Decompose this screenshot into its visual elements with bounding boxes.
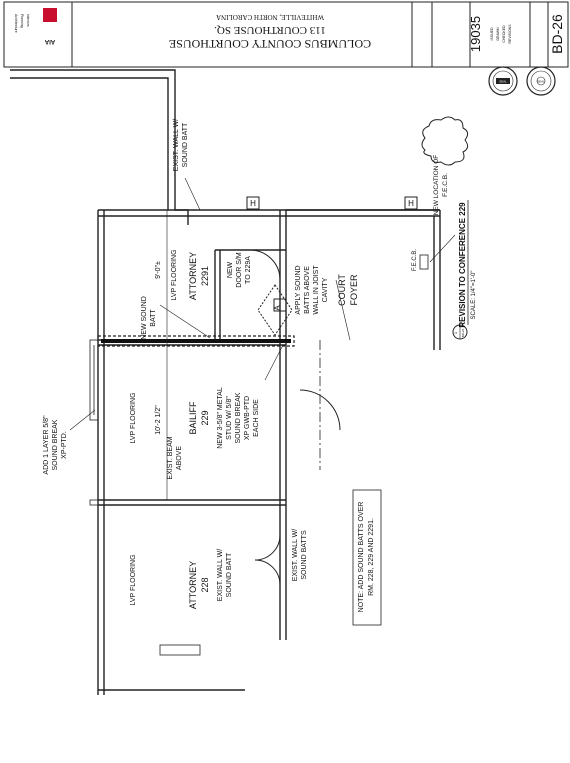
room-name: FOYER [349,274,359,306]
note: EXIST. WALL W/ [217,549,224,601]
fecb-box [419,254,429,270]
dimension-label: 9'-0"± [155,261,162,279]
seal-1: SEAL [488,66,518,96]
firm-logo: AIA [44,38,55,44]
plan-bubble-top: 1 [453,331,458,334]
note: ABOVE [176,446,183,470]
note: DOOR S/M [236,252,243,288]
project-city: WHITEVILLE, NORTH CAROLINA [216,13,324,21]
general-note: RM. 228, 229 AND 2291. [368,518,375,596]
revision-cloud [421,116,469,166]
revision-tag-letter: A [273,305,282,311]
note: NEW 3-5/8" METAL [217,387,224,449]
door-swings [249,249,341,586]
note: ADD 1 LAYER 5/8" [43,415,50,475]
seal-text: SEAL [537,80,545,84]
room-name: ATTORNEY [188,252,198,300]
revision-tag: A [257,284,293,336]
note: CAVITY [322,277,329,302]
project-number: 19035 [468,16,483,52]
note: NEW LOCATION OF [433,155,440,216]
note: LVP FLOORING [130,392,137,443]
firm-service: Planning [20,14,24,28]
note: SOUND BATT [182,122,189,167]
firm-service: Interiors [26,14,30,27]
info-line: REVISIONS [508,24,512,44]
note: EXIST. WALL W/ [173,119,180,171]
plan-walls [10,69,441,695]
column-markers [246,196,418,210]
note: SOUND BREAK [235,392,242,443]
firm-service: Architecture [14,14,18,33]
room-name: COURT [337,274,347,306]
room-number: 229 [200,410,210,425]
project-title-block: COLUMBUS COUNTY COURTHOUSE 113 COURTHOUS… [169,13,371,51]
info-line: DRAWN [496,27,500,41]
column-h-mark: H [408,199,414,208]
new-wall-hatch [97,335,295,347]
title-strip-border [3,1,569,68]
room-name: BAILIFF [188,401,198,435]
seal-2: SEAL [526,66,556,96]
firm-logo-mark [43,8,57,22]
note: BATTS ABOVE [304,266,311,314]
general-note-box [352,489,382,626]
column-h-mark: H [250,199,256,208]
leader-lines [69,177,456,431]
note: STUD W/ 5/8" [226,396,233,440]
room-number: 228 [200,577,210,592]
note: EXIST. BEAM [167,436,174,479]
note: SOUND BATTS [301,530,308,580]
window-marks [89,339,201,656]
room-name: ATTORNEY [188,561,198,609]
note: LVP FLOORING [130,554,137,605]
info-line: CHECKED [502,25,506,43]
plan-bubble-bottom: BD-26 [461,328,465,337]
note: F.E.C.B. [442,173,449,197]
note: F.E.C.B. [412,249,418,271]
note: SOUND BATT [226,552,233,597]
note: LVP FLOORING [171,249,178,300]
project-name: COLUMBUS COUNTY COURTHOUSE [169,37,371,51]
project-address: 113 COURTHOUSE SQ. [214,24,326,36]
info-line: ISSUED [490,27,494,41]
note: NEW [227,261,234,278]
note: EXIST. WALL W/ [292,529,299,581]
note: XP GWB-PTD [244,396,251,440]
sheet-number: BD-26 [549,14,565,54]
firm-block: AIA Architecture Planning Interiors [14,8,57,44]
plan-title: REVISION TO CONFERENCE 229 [458,202,467,328]
note: TO 229A [245,256,252,284]
note: SOUND BREAK [52,419,59,470]
note: NEW SOUND [141,296,148,340]
dimension-label: 10'-2 1/2" [155,405,162,435]
note: XP-PTD. [61,431,68,459]
general-note: NOTE: ADD SOUND BATTS OVER [358,502,365,613]
seal-text: SEAL [499,80,507,84]
plan-scale: SCALE: 1/4"=1'-0" [471,271,477,320]
plan-title-block: 1 BD-26 REVISION TO CONFERENCE 229 SCALE… [452,200,477,340]
room-number: 2291 [200,266,210,286]
note: EACH SIDE [253,399,260,437]
annotations: ATTORNEY 2291 BAILIFF 229 ATTORNEY 228 C… [43,116,469,626]
note: BATT [150,309,157,327]
note: WALL IN JOIST [313,265,320,315]
note: APPLY SOUND [295,265,302,314]
